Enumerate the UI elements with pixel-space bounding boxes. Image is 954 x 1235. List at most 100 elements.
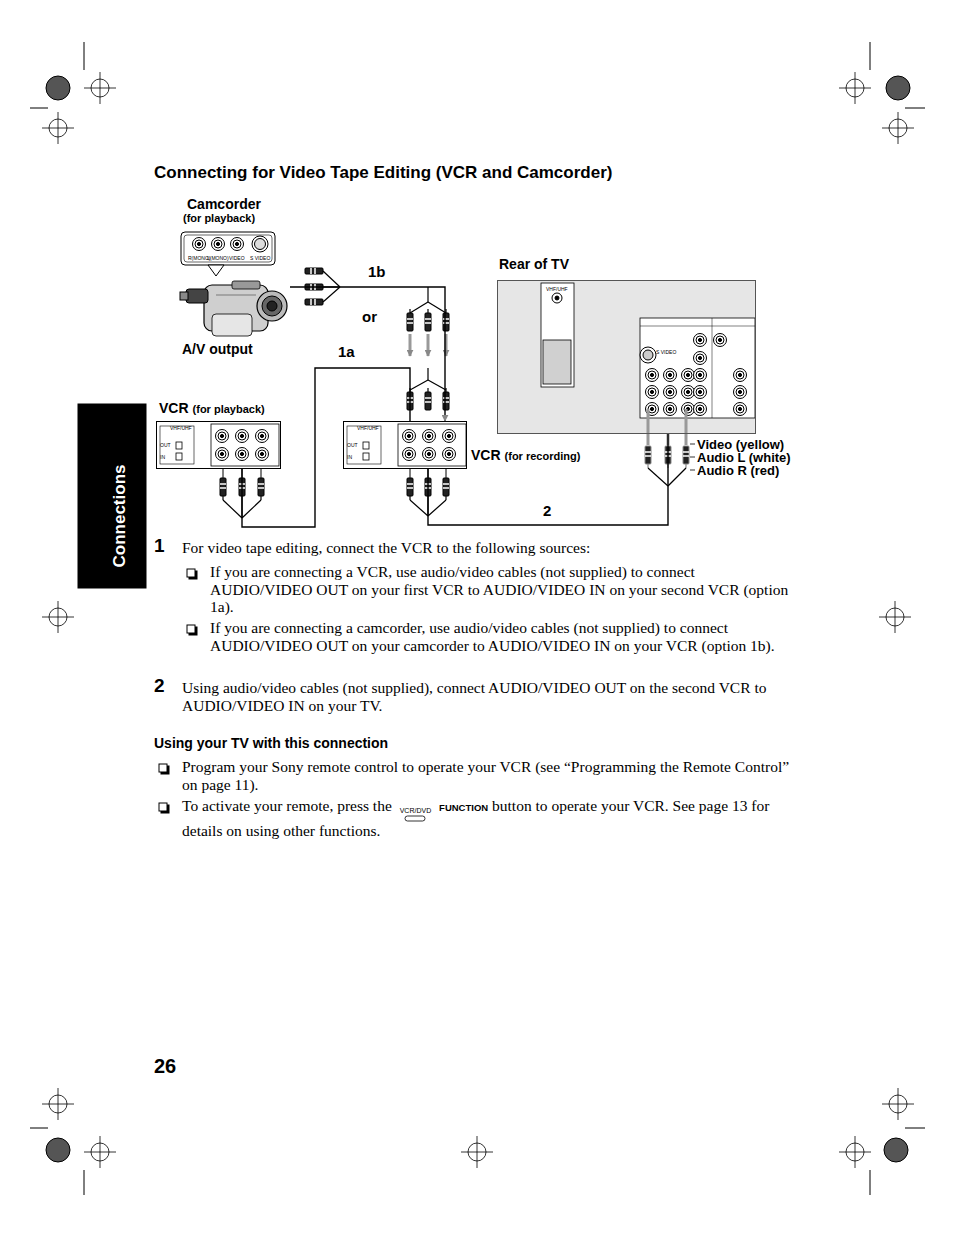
drawing-part xyxy=(30,1128,48,1129)
drawing-part xyxy=(447,452,450,455)
drawing-part xyxy=(233,240,241,248)
step-number: 2 xyxy=(154,676,165,696)
drawing-part xyxy=(734,386,747,399)
drawing-part xyxy=(682,403,695,416)
drawing-part xyxy=(258,478,264,496)
drawing-part xyxy=(698,373,701,376)
drawing-part xyxy=(181,232,275,265)
drawing-part xyxy=(260,434,263,437)
drawing-part xyxy=(712,318,713,418)
drawing-part xyxy=(694,403,707,416)
spacer xyxy=(380,822,384,839)
drawing-part xyxy=(223,500,242,518)
drawing-part xyxy=(405,432,413,440)
drawing-part xyxy=(446,469,447,478)
tv-rear-panel: Rear of TV xyxy=(497,280,756,434)
camcorder-area: Camcorder(for playback)A/V output xyxy=(178,195,290,360)
node-label: (for recording) xyxy=(505,450,581,463)
drawing-part xyxy=(884,1138,908,1162)
spacer xyxy=(435,797,439,814)
drawing-part xyxy=(186,289,208,303)
drawing-part xyxy=(258,483,264,485)
node-label: VCR xyxy=(471,447,501,463)
drawing-part xyxy=(220,434,223,437)
drawing-part xyxy=(650,373,653,376)
drawing-part xyxy=(238,432,246,440)
drawing-part xyxy=(403,430,416,443)
drawing-part xyxy=(690,444,695,445)
port-label: IN xyxy=(160,454,165,460)
drawing-part xyxy=(445,432,453,440)
bullet-text: Program your Sony remote control to oper… xyxy=(182,758,794,793)
step-text: For video tape editing, connect the VCR … xyxy=(182,539,794,557)
drawing-part xyxy=(443,322,449,324)
node-label: Rear of TV xyxy=(499,256,569,272)
spacer xyxy=(392,797,396,814)
drawing-part xyxy=(258,432,266,440)
spacer xyxy=(488,797,492,814)
drawing-part xyxy=(216,295,256,296)
drawing-part xyxy=(187,625,195,633)
drawing-part xyxy=(218,432,226,440)
drawing-part xyxy=(407,487,413,489)
drawing-part xyxy=(267,301,277,311)
drawing-part xyxy=(683,451,689,453)
drawing-part xyxy=(240,434,243,437)
drawing-part xyxy=(552,293,562,303)
drawing-part xyxy=(220,478,226,496)
drawing-part xyxy=(647,464,648,468)
drawing-part xyxy=(650,407,653,410)
drawing-part xyxy=(427,434,430,437)
drawing-part xyxy=(443,401,449,403)
step-number: 1 xyxy=(154,536,165,556)
drawing-part xyxy=(428,302,446,313)
drawing-part xyxy=(683,455,689,457)
drawing-part xyxy=(427,334,430,356)
port-label: S VIDEO xyxy=(250,255,270,261)
drawing-part xyxy=(100,72,101,104)
drawing-part xyxy=(347,426,381,464)
drawing-part xyxy=(218,450,226,458)
drawing-part xyxy=(648,468,668,486)
drawing-part xyxy=(645,451,651,453)
drawing-part xyxy=(216,242,219,245)
diagram-title: Connecting for Video Tape Editing (VCR a… xyxy=(154,163,612,183)
drawing-part xyxy=(443,318,449,320)
drawing-part xyxy=(668,468,686,486)
drawing-part xyxy=(176,442,182,449)
drawing-part xyxy=(425,450,433,458)
port-label: IN xyxy=(347,454,352,460)
drawing-part xyxy=(323,271,340,287)
drawing-part xyxy=(159,803,167,811)
callout-number: 1b xyxy=(366,263,388,280)
drawing-part xyxy=(736,371,744,379)
drawing-part xyxy=(683,446,689,464)
drawing-part xyxy=(698,390,701,393)
drawing-part xyxy=(212,314,252,336)
drawing-part xyxy=(738,373,741,376)
drawing-part xyxy=(734,403,747,416)
drawing-part xyxy=(694,369,707,382)
drawing-part xyxy=(252,236,268,252)
drawing-part xyxy=(232,281,260,289)
bullet-text: If you are connecting a camcorder, use a… xyxy=(210,619,800,654)
drawing-part xyxy=(443,483,449,485)
port-label: VIDEO xyxy=(229,255,245,261)
port-label: OUT xyxy=(347,442,358,448)
av-cable xyxy=(290,287,445,421)
drawing-part xyxy=(211,424,279,466)
drawing-part xyxy=(84,42,85,70)
drawing-part xyxy=(423,448,436,461)
drawing-part xyxy=(425,318,431,320)
drawing-part xyxy=(407,313,413,331)
drawing-part xyxy=(646,369,659,382)
drawing-part xyxy=(685,464,686,468)
bullet-text: To activate your remote, press the xyxy=(182,797,392,814)
drawing-part xyxy=(694,386,707,399)
drawing-part xyxy=(30,108,48,109)
drawing-part xyxy=(409,496,410,500)
button-label: VCR/DVD xyxy=(400,807,432,815)
drawing-part xyxy=(668,373,671,376)
